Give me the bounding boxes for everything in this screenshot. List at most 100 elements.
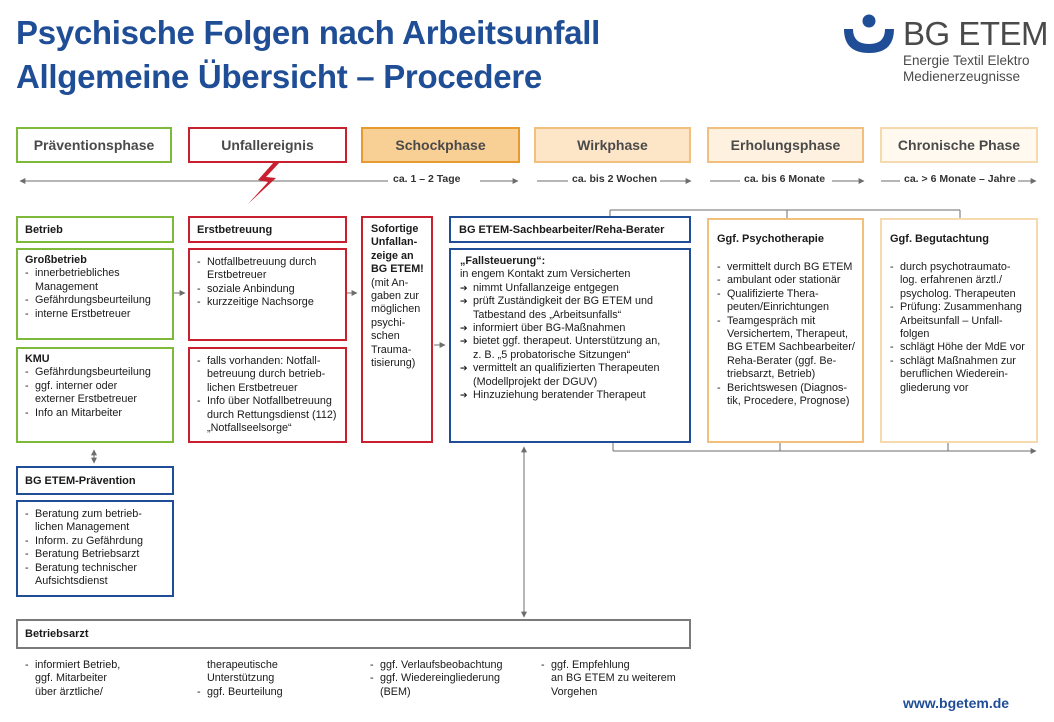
phase-chronisch: Chronische Phase xyxy=(880,127,1038,163)
phase-praevention: Präventionsphase xyxy=(16,127,172,163)
list-item: nimmt Unfallanzeige entgegen xyxy=(460,282,660,296)
kmu-box xyxy=(16,347,174,443)
psychotherapie-header: Ggf. Psychotherapie xyxy=(717,233,824,245)
erstbetreuung-header-box xyxy=(188,216,347,243)
list-item: Info an Mitarbeiter xyxy=(25,407,151,421)
schock-line: schen xyxy=(371,330,400,343)
list-item: Versichertem, Therapeut, xyxy=(727,328,849,341)
list-item: ggf. interner oder xyxy=(25,380,151,394)
list-item: Prüfung: Zusammenhang xyxy=(890,301,1025,315)
sachbearbeiter-box xyxy=(449,248,691,443)
list-item: psycholog. Therapeuten xyxy=(900,287,1016,300)
list-item: ggf. Wiedereingliederung xyxy=(370,672,502,686)
timeline-erholung: ca. bis 6 Monate xyxy=(744,173,826,185)
list-item: Gefährdungsbeurteilung xyxy=(25,294,151,308)
list-item: Inform. zu Gefährdung xyxy=(25,535,143,549)
grossbetrieb-content: Großbetrieb innerbetriebliches Managemen… xyxy=(25,254,151,321)
list-item: an BG ETEM zu weiterem xyxy=(551,672,676,685)
list-item: interne Erstbetreuer xyxy=(25,308,151,322)
schock-content: Sofortige Unfallan- zeige an BG ETEM! (m… xyxy=(371,223,424,370)
erstbetreuung-header: Erstbetreuung xyxy=(197,224,273,236)
list-item: BG ETEM Sachbearbeiter/ xyxy=(727,341,855,354)
list-item: (BEM) xyxy=(380,685,411,698)
list-item: ambulant oder stationär xyxy=(717,274,855,288)
praevention-header-box xyxy=(16,466,174,495)
list-item: tik, Procedere, Prognose) xyxy=(727,395,850,408)
schock-line: zeige an xyxy=(371,249,414,262)
betriebsarzt-col3: ggf. Verlaufsbeobachtung ggf. Wiedereing… xyxy=(370,659,502,699)
psychotherapie-content: vermittelt durch BG ETEM ambulant oder s… xyxy=(717,261,855,408)
erstbetreuung-box-2 xyxy=(188,347,347,443)
website-link[interactable]: www.bgetem.de xyxy=(903,695,1010,711)
list-item: vermittelt an qualifizierten Therapeuten xyxy=(460,362,660,376)
logo-subtitle-1: Energie Textil Elektro xyxy=(903,53,1030,68)
list-item: Gefährdungsbeurteilung xyxy=(25,366,151,380)
betriebsarzt-col4: ggf. Empfehlung an BG ETEM zu weiterem V… xyxy=(541,659,676,699)
schock-line: tisierung) xyxy=(371,357,416,370)
betriebsarzt-header-box xyxy=(16,619,691,649)
kmu-content: KMU Gefährdungsbeurteilung ggf. interner… xyxy=(25,353,151,420)
schock-line: Trauma- xyxy=(371,343,412,356)
schock-box xyxy=(361,216,433,443)
erstbetreuung-content-2: falls vorhanden: Notfall- betreuung durc… xyxy=(197,355,336,435)
list-item: ggf. Beurteilung xyxy=(197,686,283,700)
list-item: „Notfallseelsorge“ xyxy=(207,422,292,435)
list-item: peuten/Einrichtungen xyxy=(727,301,830,314)
begutachtung-header: Ggf. Begutachtung xyxy=(890,233,989,245)
list-item: lichen Erstbetreuer xyxy=(207,381,298,394)
schock-line: Sofortige xyxy=(371,223,419,235)
list-item: prüft Zuständigkeit der BG ETEM und xyxy=(460,295,660,309)
timeline-schock: ca. 1 – 2 Tage xyxy=(393,173,461,185)
list-item: durch Rettungsdienst (112) xyxy=(207,408,337,421)
betrieb-header-box xyxy=(16,216,174,243)
schock-line: psychi- xyxy=(371,316,406,329)
psychotherapie-box xyxy=(707,218,864,443)
timeline-wirk: ca. bis 2 Wochen xyxy=(572,173,657,185)
list-item: Teamgespräch mit xyxy=(717,315,855,329)
list-item: innerbetriebliches xyxy=(25,267,151,281)
list-item: Management xyxy=(35,280,99,293)
list-item: therapeutische xyxy=(207,659,278,671)
list-item: informiert Betrieb, xyxy=(25,659,120,673)
grossbetrieb-title: Großbetrieb xyxy=(25,254,87,266)
sachbearbeiter-header: BG ETEM-Sachbearbeiter/Reha-Berater xyxy=(459,224,665,236)
grossbetrieb-box xyxy=(16,248,174,340)
list-item: Hinzuziehung beratender Therapeut xyxy=(460,389,660,403)
list-item: Notfallbetreuung durch xyxy=(197,256,316,270)
list-item: ggf. Verlaufsbeobachtung xyxy=(370,659,502,673)
page-subtitle: Allgemeine Übersicht – Procedere xyxy=(16,58,542,95)
sachbearbeiter-content: „Fallsteuerung“: in engem Kontakt zum Ve… xyxy=(460,255,660,403)
logo-subtitle-2: Medienerzeugnisse xyxy=(903,69,1021,84)
list-item: Unterstützung xyxy=(207,672,275,685)
betriebsarzt-col1: informiert Betrieb, ggf. Mitarbeiter übe… xyxy=(25,659,120,699)
bg-etem-logo: BG ETEM Energie Textil Elektro Medienerz… xyxy=(843,14,1049,89)
phase-schock: Schockphase xyxy=(361,127,520,163)
begutachtung-content: durch psychotraumato- log. erfahrenen är… xyxy=(890,261,1025,395)
phase-unfallereignis: Unfallereignis xyxy=(188,127,347,163)
praevention-header: BG ETEM-Prävention xyxy=(25,475,136,487)
list-item: Tatbestand des „Arbeitsunfalls“ xyxy=(473,308,622,321)
list-item: Berichtswesen (Diagnos- xyxy=(717,382,855,396)
phase-wirk: Wirkphase xyxy=(534,127,691,163)
list-item: gliederung vor xyxy=(900,381,969,394)
schock-line: (mit An- xyxy=(371,276,409,289)
list-item: beruflichen Wiederein- xyxy=(900,368,1009,381)
list-item: informiert über BG-Maßnahmen xyxy=(460,322,660,336)
list-item: über ärztliche/ xyxy=(35,685,103,698)
erstbetreuung-box xyxy=(188,248,347,341)
lightning-bolt-icon xyxy=(248,162,280,204)
list-item: kurzzeitige Nachsorge xyxy=(197,296,316,310)
schock-line: BG ETEM! xyxy=(371,263,424,276)
list-item: durch psychotraumato- xyxy=(890,261,1025,275)
list-item: Vorgehen xyxy=(551,685,598,698)
list-item: Reha-Berater (ggf. Be- xyxy=(727,354,837,367)
list-item: Info über Notfallbetreuung xyxy=(197,395,336,409)
schock-line: Unfallan- xyxy=(371,236,418,249)
list-item: ggf. Empfehlung xyxy=(541,659,676,673)
praevention-box xyxy=(16,500,174,597)
schock-line: möglichen xyxy=(371,303,421,316)
list-item: externer Erstbetreuer xyxy=(35,393,138,406)
list-item: Beratung Betriebsarzt xyxy=(25,548,143,562)
list-item: Beratung zum betrieb- xyxy=(25,508,143,522)
